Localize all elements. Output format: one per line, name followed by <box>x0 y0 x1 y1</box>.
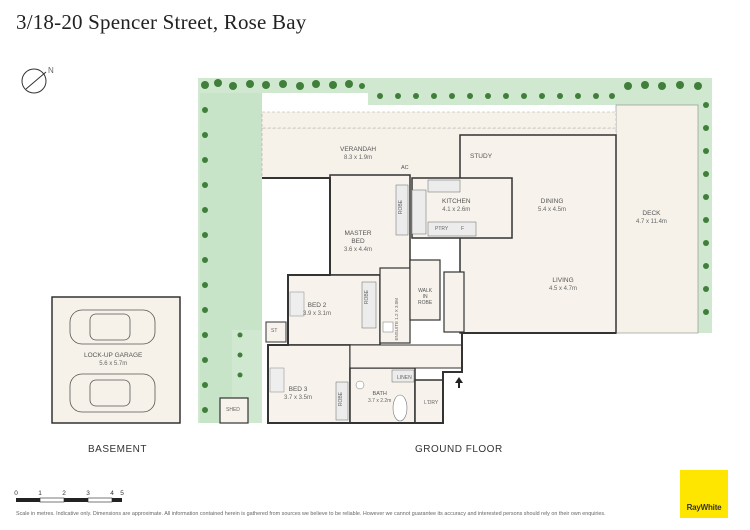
hedge-right <box>703 102 709 315</box>
hedge-top <box>201 79 702 99</box>
study-label: STUDY <box>470 153 493 160</box>
hedge-left <box>202 107 243 413</box>
scale-tick: 4 <box>110 490 114 497</box>
page-title: 3/18-20 Spencer Street, Rose Bay <box>16 10 307 34</box>
laundry-label: L'DRY <box>424 400 439 406</box>
robe-label-2: ROBE <box>364 290 370 305</box>
scale-numbers: 0 1 2 3 4 5 <box>14 490 136 500</box>
robe-label-3: ROBE <box>338 392 344 407</box>
scale-tick: 3 <box>86 490 90 497</box>
pantry-label: PTRY <box>435 226 449 232</box>
robe-label-1: ROBE <box>398 200 404 215</box>
laundry <box>414 379 444 424</box>
st-label: ST <box>271 328 278 334</box>
shed-label: SHED <box>226 407 240 413</box>
linen-label: LINEN <box>397 375 412 381</box>
scale-bar <box>16 497 122 503</box>
walk-in-robe-label: WALK IN ROBE <box>418 288 433 306</box>
disclaimer: Scale in metres. Indicative only. Dimens… <box>16 511 606 517</box>
raywhite-logo: RayWhite <box>680 470 728 518</box>
deck <box>615 104 699 334</box>
shed <box>219 397 249 424</box>
scale-tick: 0 <box>14 490 18 497</box>
car-icon <box>69 309 156 413</box>
brand-label: RayWhite <box>686 503 722 512</box>
ensuite-label: ENSUITE 1.2 x 3.0m <box>394 298 399 341</box>
entry-arrow-icon <box>455 377 463 383</box>
st <box>265 321 287 343</box>
scale-tick: 5 <box>120 490 124 497</box>
garage <box>51 296 181 424</box>
scale-tick: 2 <box>62 490 66 497</box>
ground-floor-label: GROUND FLOOR <box>415 444 503 455</box>
compass-north-label: N <box>48 66 54 75</box>
fridge-label: F <box>461 226 465 232</box>
walk-in-robe <box>409 259 441 321</box>
compass-icon <box>21 68 47 94</box>
basement-label: BASEMENT <box>88 444 148 455</box>
ac-label: AC <box>401 165 409 171</box>
scale-tick: 1 <box>38 490 42 497</box>
